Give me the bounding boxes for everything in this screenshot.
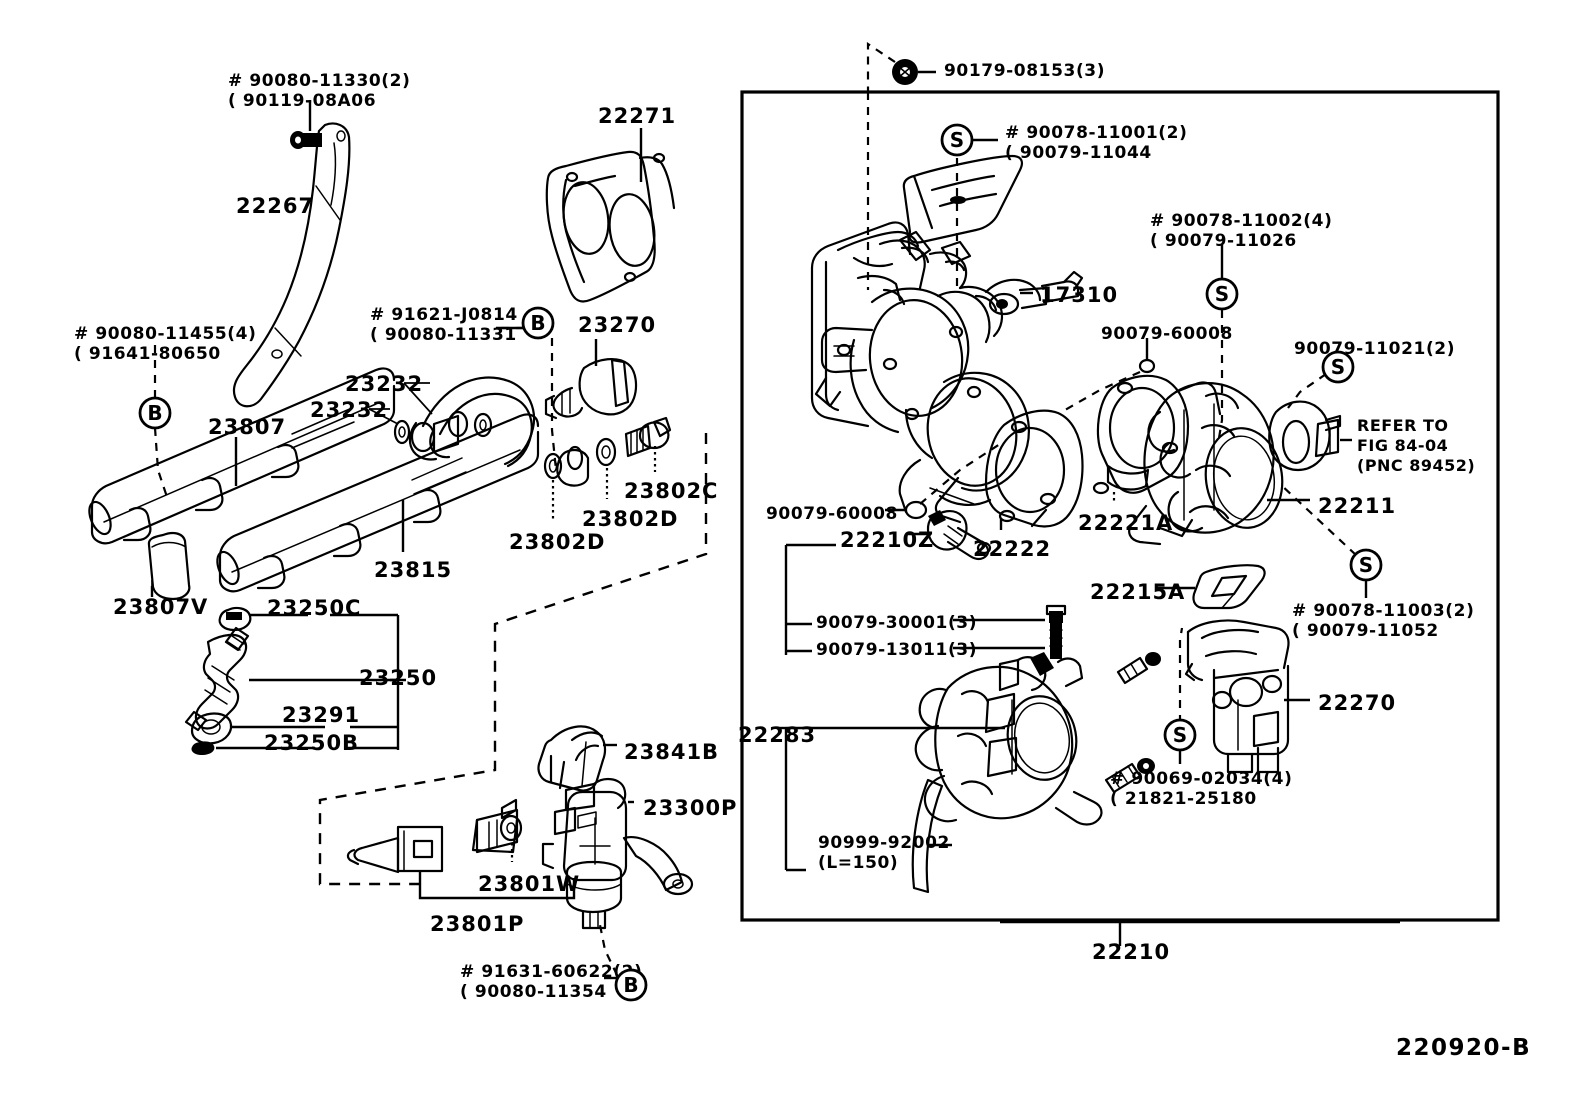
- part-drawing-22270: [1184, 619, 1290, 774]
- part-label-90080-11455: # 90080-11455(4) ( 91641-80650: [74, 324, 257, 364]
- part-label-90179-08153: 90179-08153(3): [944, 61, 1106, 81]
- leader-s-sensor-dash: [1287, 373, 1327, 409]
- part-drawing-23802-set: [543, 416, 672, 487]
- part-drawing-23250: [184, 606, 252, 755]
- part-label-23232-upper: 23232: [345, 372, 424, 396]
- part-drawing-screw-small: [1116, 652, 1161, 685]
- part-label-91621-J0814: # 91621-J0814 ( 90080-11331: [370, 305, 518, 345]
- part-label-23801p: 23801P: [430, 912, 525, 936]
- callout-marker-s-manifold: S: [1205, 277, 1239, 311]
- part-label-22211: 22211: [1318, 494, 1397, 518]
- leader-b-to-rail: [153, 427, 170, 501]
- part-drawing-90080-11330: [290, 131, 322, 149]
- callout-marker-s-sensor: S: [1321, 350, 1355, 384]
- svg-text:S: S: [1215, 282, 1229, 306]
- part-label-23232-lower: 23232: [310, 398, 389, 422]
- part-label-90078-11001: # 90078-11001(2) ( 90079-11044: [1005, 123, 1188, 163]
- part-label-23807v: 23807V: [113, 595, 209, 619]
- part-label-90079-60008-lower: 90079-60008: [766, 504, 898, 524]
- svg-text:B: B: [147, 401, 162, 425]
- leader-s-lower-dash: [1178, 627, 1184, 723]
- part-label-22210: 22210: [1092, 940, 1171, 964]
- part-label-22270: 22270: [1318, 691, 1397, 715]
- part-label-23802d-left: 23802D: [509, 530, 606, 554]
- part-label-22267: 22267: [236, 194, 315, 218]
- callout-marker-s-lower: S: [1163, 718, 1197, 752]
- part-label-23250c: 23250C: [267, 596, 362, 620]
- part-label-22222: 22222: [973, 537, 1052, 561]
- part-label-90078-11002: # 90078-11002(4) ( 90079-11026: [1150, 211, 1333, 251]
- part-drawing-bolts-30001-13011: [1045, 604, 1067, 659]
- svg-text:B: B: [530, 311, 545, 335]
- part-drawing-23300p: [541, 778, 694, 930]
- svg-text:B: B: [623, 973, 638, 997]
- part-label-91631-60622: # 91631-60622(2) ( 90080-11354: [460, 962, 643, 1002]
- part-drawing-90999-92002: [911, 778, 944, 894]
- right-panel-border: [740, 90, 1500, 922]
- svg-text:S: S: [1173, 723, 1187, 747]
- part-drawing-23815: [216, 413, 540, 593]
- part-drawing-tps-sensor: [1268, 400, 1342, 472]
- part-drawing-22210z-valve: [904, 500, 992, 561]
- callout-marker-s-throttle: S: [1349, 548, 1383, 582]
- part-label-23250: 23250: [359, 666, 438, 690]
- part-label-22283: 22283: [738, 723, 817, 747]
- part-drawing-22283: [914, 652, 1103, 826]
- part-drawing-intake-cover: [902, 154, 1023, 244]
- part-drawing-22211: [1128, 381, 1284, 546]
- part-label-23841b: 23841B: [624, 740, 720, 764]
- part-label-23802d-right: 23802D: [582, 507, 679, 531]
- part-drawing-23232: [393, 376, 536, 468]
- leader-oring-dash: [919, 443, 1001, 505]
- leader-b-to-bolt: [550, 338, 558, 471]
- part-drawing-23801w: [471, 798, 523, 854]
- part-drawing-23841b: [537, 725, 607, 792]
- part-label-22215a: 22215A: [1090, 580, 1186, 604]
- part-drawing-22221a: [1092, 374, 1190, 495]
- svg-text:S: S: [1331, 355, 1345, 379]
- leader-08153-dash: [866, 41, 896, 92]
- part-label-90079-13011: 90079-13011(3): [816, 640, 978, 660]
- part-label-90999-92002: 90999-92002 (L=150): [818, 833, 950, 873]
- part-label-23802c: 23802C: [624, 479, 719, 503]
- part-label-23270: 23270: [578, 313, 657, 337]
- dashed-group-boundary-left: [318, 433, 708, 886]
- part-drawing-23807: [88, 367, 396, 545]
- part-label-22221a: 22221A: [1078, 511, 1174, 535]
- part-label-90079-30001: 90079-30001(3): [816, 613, 978, 633]
- part-label-22210z: 22210Z: [840, 528, 935, 552]
- svg-text:S: S: [1359, 553, 1373, 577]
- part-label-23300p: 23300P: [643, 796, 738, 820]
- figure-number: 220920-B: [1396, 1035, 1532, 1061]
- part-drawing-23801p: [346, 825, 444, 874]
- part-label-23807: 23807: [208, 415, 287, 439]
- part-drawing-90179-08153: [892, 59, 918, 85]
- callout-marker-b-pump: B: [614, 968, 648, 1002]
- part-drawing-22267: [232, 122, 351, 408]
- part-label-17310: 17310: [1040, 283, 1119, 307]
- leader-s-throttle-dash: [1279, 483, 1357, 556]
- part-drawing-22215a: [1192, 564, 1266, 610]
- callout-marker-b-left: B: [138, 396, 172, 430]
- callout-marker-b-rail: B: [521, 306, 555, 340]
- part-label-23291: 23291: [282, 703, 361, 727]
- part-label-23801w: 23801W: [478, 872, 581, 896]
- callout-marker-s-cover: S: [940, 123, 974, 157]
- part-label-90080-11330: # 90080-11330(2) ( 90119-08A06: [228, 71, 411, 111]
- reference-note-fig-84-04: REFER TO FIG 84-04 (PNC 89452): [1357, 416, 1476, 475]
- part-label-90069-02034: # 90069-02034(4) ( 21821-25180: [1110, 769, 1293, 809]
- part-drawing-22271: [545, 150, 676, 303]
- part-label-22271: 22271: [598, 104, 677, 128]
- part-drawing-screw-90069-02034: [1104, 758, 1155, 794]
- part-label-23815: 23815: [374, 558, 453, 582]
- part-drawing-23807v: [147, 531, 191, 601]
- part-drawing-17310: [810, 221, 1084, 524]
- svg-text:S: S: [950, 128, 964, 152]
- part-label-90078-11003: # 90078-11003(2) ( 90079-11052: [1292, 601, 1475, 641]
- part-label-23250b: 23250B: [264, 731, 360, 755]
- part-label-90079-60008-upper: 90079-60008: [1101, 324, 1233, 344]
